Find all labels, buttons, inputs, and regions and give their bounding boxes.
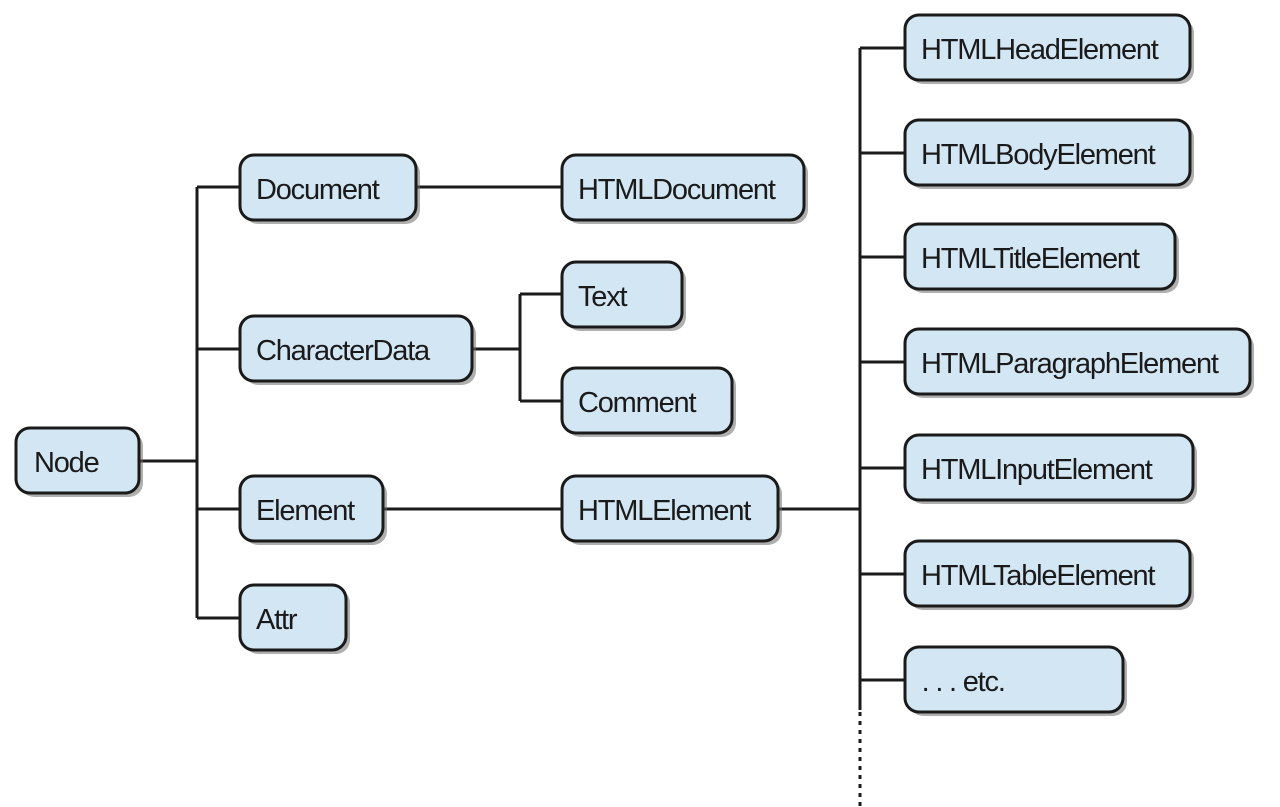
node-box-node: Node <box>14 426 143 497</box>
node-label-htmlbodyelement: HTMLBodyElement <box>921 139 1156 171</box>
connectors <box>140 46 905 807</box>
node-box-htmlparagraphelement: HTMLParagraphElement <box>903 327 1254 398</box>
node-box-htmlheadelement: HTMLHeadElement <box>903 13 1194 84</box>
node-box-htmlelement: HTMLElement <box>560 474 782 545</box>
node-label-htmlheadelement: HTMLHeadElement <box>921 34 1159 66</box>
node-box-htmlbodyelement: HTMLBodyElement <box>903 118 1194 189</box>
node-box-element: Element <box>238 474 387 545</box>
node-box-comment: Comment <box>560 366 736 437</box>
node-box-etc: . . . etc. <box>903 645 1127 716</box>
node-label-htmltableelement: HTMLTableElement <box>921 560 1155 592</box>
node-label-htmlelement: HTMLElement <box>578 495 751 527</box>
node-box-htmltableelement: HTMLTableElement <box>903 539 1194 610</box>
node-label-attr: Attr <box>256 604 298 636</box>
node-label-htmlinputelement: HTMLInputElement <box>921 454 1153 486</box>
node-label-htmlparagraphelement: HTMLParagraphElement <box>921 348 1219 380</box>
node-box-htmltitleelement: HTMLTitleElement <box>903 222 1179 293</box>
node-box-text: Text <box>560 260 686 331</box>
node-label-comment: Comment <box>578 387 696 419</box>
node-label-document: Document <box>256 174 380 206</box>
node-box-characterdata: CharacterData <box>238 314 476 385</box>
node-box-htmlinputelement: HTMLInputElement <box>903 433 1197 504</box>
node-label-htmldocument: HTMLDocument <box>578 174 776 206</box>
node-label-htmltitleelement: HTMLTitleElement <box>921 243 1140 275</box>
node-label-text: Text <box>578 281 628 313</box>
node-label-node: Node <box>34 447 99 479</box>
node-box-htmldocument: HTMLDocument <box>560 153 808 224</box>
node-box-document: Document <box>238 153 420 224</box>
node-label-characterdata: CharacterData <box>256 335 431 367</box>
node-box-attr: Attr <box>238 583 350 654</box>
node-label-etc: . . . etc. <box>917 666 1005 698</box>
node-label-element: Element <box>256 495 355 527</box>
